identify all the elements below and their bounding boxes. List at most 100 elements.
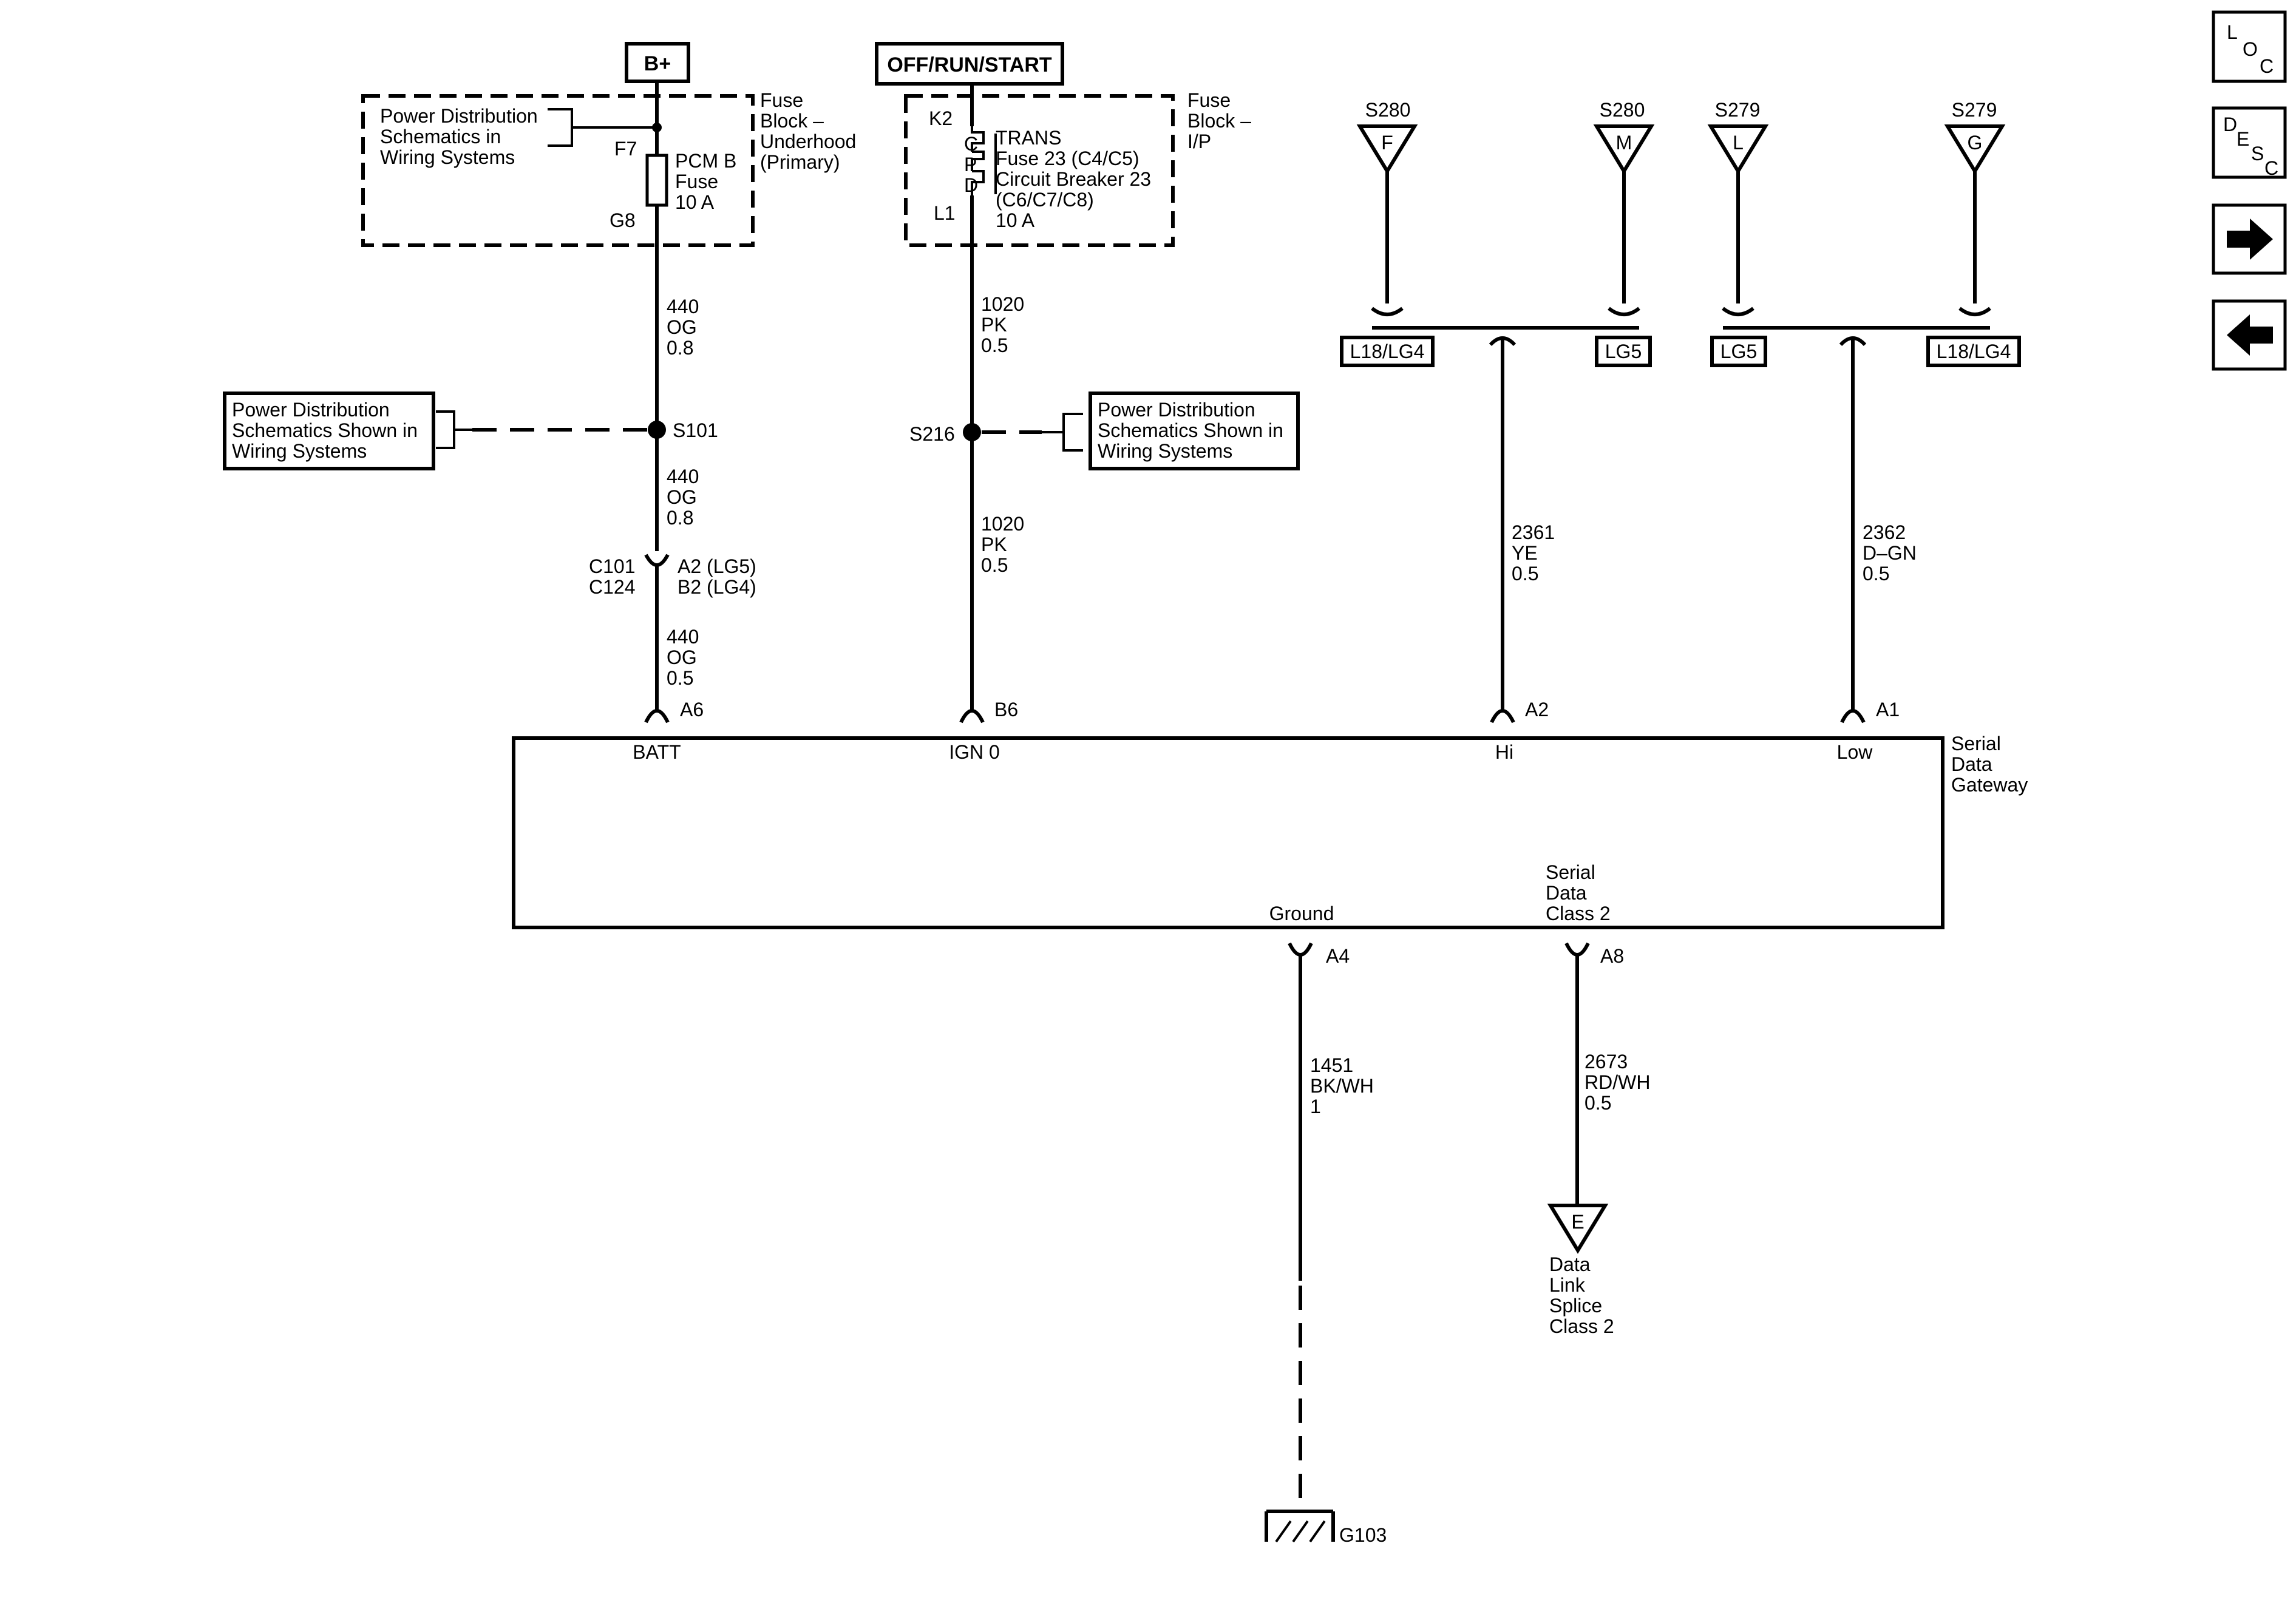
offpage-m: S280 M [1593,99,1655,303]
desc-letter-c: C [2264,157,2278,179]
cpd-device-5: 10 A [996,209,1035,231]
pin-a8: A8 [1600,945,1624,967]
option-l18-lg4-b [1926,336,2021,367]
power-dist-ref-box-left [223,392,435,470]
fuse-label-3: 10 A [675,191,715,213]
module-name-3: Gateway [1951,774,2028,796]
wire-1020b-color: PK [981,534,1007,555]
fuse-out-pin: G8 [610,209,636,231]
wire-1020b-number: 1020 [981,513,1024,535]
connector-c101: C101 [589,555,636,577]
cpd-letter-c: C [964,133,978,155]
wire-440c-number: 440 [667,626,699,648]
underhood-ref-text-1: Power Distribution [380,105,538,127]
fuse-in-pin: F7 [614,138,637,160]
pin-a4: A4 [1326,945,1350,967]
loc-letter-c: C [2260,55,2274,77]
fuse-block-underhood-label-4: (Primary) [760,151,840,173]
ref-left-line-3: Wiring Systems [232,440,367,462]
wire-2673-number: 2673 [1584,1051,1628,1073]
wire-440b-size: 0.8 [667,507,693,529]
cpd-out-pin: L1 [934,202,956,224]
cpd-letter-p: P [964,154,977,175]
ground-symbol-icon [1265,1510,1335,1543]
wire-1451-color: BK/WH [1310,1075,1374,1097]
underhood-ref-text-3: Wiring Systems [380,146,515,168]
fuse-label-1: PCM B [675,150,736,172]
fuse-block-underhood [361,94,755,247]
data-link-splice-3: Splice [1549,1295,1602,1317]
module-label-batt: BATT [633,741,681,763]
wire-1020a-color: PK [981,314,1007,336]
inline-connector-c101 [644,554,670,567]
cpd-letter-d: D [964,174,978,196]
ground-g103-label: G103 [1339,1524,1387,1546]
option-lg5-a [1595,336,1652,367]
fuse-block-ip-label-2: Block – [1187,110,1251,132]
option-lg5-b-text: LG5 [1720,341,1757,362]
wire-2361-color: YE [1512,542,1538,564]
wire-440c-size: 0.5 [667,667,693,689]
module-name-1: Serial [1951,733,2001,754]
pin-b6: B6 [994,699,1018,720]
desc-button[interactable]: D E S C [2212,106,2287,179]
option-lg5-b [1710,336,1767,367]
wire-440a-size: 0.8 [667,337,693,359]
arrow-right-icon [2227,219,2273,260]
next-page-button[interactable] [2212,203,2287,275]
offpage-g: S279 G [1944,99,2006,303]
cpd-device-2: Fuse 23 (C4/C5) [996,147,1140,169]
wire-2673-size: 0.5 [1584,1092,1611,1114]
fuse-block-ip-label-1: Fuse [1187,89,1231,111]
connector-c124: C124 [589,576,636,598]
wire-1020a-size: 0.5 [981,334,1008,356]
module-label-low: Low [1837,741,1873,763]
pin-a1: A1 [1876,699,1900,720]
module-label-sdc2-3: Class 2 [1546,903,1611,924]
pcm-b-fuse-icon [645,154,668,207]
wire-1451-size: 1 [1310,1096,1321,1117]
desc-letter-d: D [2223,114,2237,135]
wire-2362-number: 2362 [1863,521,1906,543]
option-l18-lg4-a-text: L18/LG4 [1350,341,1425,362]
cpd-device-3: Circuit Breaker 23 [996,168,1151,190]
desc-letter-s: S [2251,143,2264,164]
wire-2673-color: RD/WH [1584,1071,1650,1093]
offpage-l-letter: L [1733,132,1744,154]
wire-2362-color: D–GN [1863,542,1917,564]
option-l18-lg4-a [1340,336,1435,367]
module-label-ign: IGN 0 [949,741,1000,763]
arrow-left-icon [2227,314,2273,356]
fuse-block-underhood-label-3: Underhood [760,131,856,152]
underhood-ref-text-2: Schematics in [380,126,501,147]
wire-440c-color: OG [667,646,697,668]
offpage-f-letter: F [1381,132,1393,154]
ref-right-line-2: Schematics Shown in [1098,419,1283,441]
prev-page-button[interactable] [2212,299,2287,371]
loc-button[interactable]: L O C [2212,10,2287,83]
splice-s216-label: S216 [909,423,955,445]
offpage-f-splice: S280 [1365,99,1411,121]
offpage-m-letter: M [1616,132,1632,154]
splice-s101 [648,421,666,439]
wire-1451-number: 1451 [1310,1054,1353,1076]
loc-letter-o: O [2243,38,2258,60]
ref-right-line-3: Wiring Systems [1098,440,1232,462]
option-l18-lg4-b-text: L18/LG4 [1937,341,2011,362]
connector-pin-a2: A2 (LG5) [678,555,756,577]
wire-440a-color: OG [667,316,697,338]
offpage-l: S279 L [1707,99,1769,303]
connector-pin-b2: B2 (LG4) [678,576,756,598]
offpage-g-letter: G [1968,132,1983,154]
wire-440a-number: 440 [667,296,699,317]
fuse-label-2: Fuse [675,171,718,192]
pin-a2: A2 [1525,699,1549,720]
wire-2361-size: 0.5 [1512,563,1538,585]
pin-a6: A6 [680,699,704,720]
wire-440b-number: 440 [667,466,699,487]
cpd-in-pin: K2 [929,107,953,129]
fuse-block-ip [904,94,1175,247]
cpd-device-4: (C6/C7/C8) [996,189,1094,211]
data-link-splice-1: Data [1549,1253,1591,1275]
